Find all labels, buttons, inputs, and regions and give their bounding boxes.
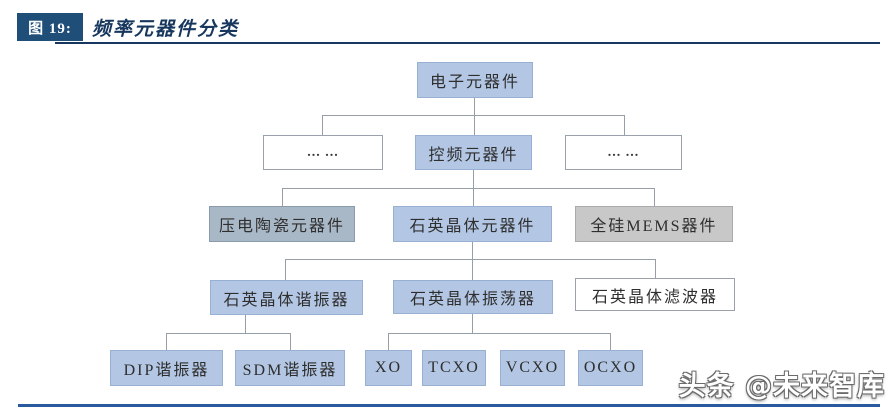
node-xo: XO	[365, 350, 412, 386]
connector-l4-rail	[285, 259, 655, 260]
node-quartz-filter: 石英晶体滤波器	[575, 278, 735, 311]
connector-resonator-drop	[245, 315, 246, 333]
node-dip-resonator: DIP谐振器	[110, 350, 223, 386]
connector-l2-left	[322, 115, 323, 135]
connector-l2-mid	[474, 115, 475, 135]
connector-l3-rail	[282, 188, 655, 189]
connector-ocxo-drop	[610, 333, 611, 350]
node-vcxo: VCXO	[500, 350, 565, 386]
connector-l3-left	[282, 188, 283, 206]
node-ocxo: OCXO	[578, 350, 643, 386]
connector-l2-drop	[473, 170, 474, 188]
connector-dip-drop	[166, 333, 167, 350]
connector-l4-right	[655, 259, 656, 278]
node-quartz-resonator: 石英晶体谐振器	[210, 280, 363, 315]
connector-l3-right	[654, 188, 655, 206]
connector-l3-drop	[472, 242, 473, 259]
connector-xo-drop	[388, 333, 389, 350]
node-piezo-ceramic-components: 压电陶瓷元器件	[209, 206, 355, 242]
node-ellipsis-left: ... ...	[263, 135, 383, 170]
header-divider	[55, 42, 880, 44]
figure-title: 频率元器件分类	[92, 18, 240, 40]
node-ellipsis-right: ... ...	[565, 135, 682, 170]
connector-oscillator-drop	[472, 314, 473, 333]
node-frequency-control-components: 控频元器件	[415, 135, 532, 170]
node-quartz-oscillator: 石英晶体振荡器	[393, 280, 553, 314]
bottom-divider	[18, 404, 880, 407]
connector-l2-rail	[322, 115, 624, 116]
node-sdm-resonator: SDM谐振器	[235, 350, 345, 386]
connector-l4-mid	[472, 259, 473, 280]
connector-sdm-drop	[290, 333, 291, 350]
node-mems-components: 全硅MEMS器件	[575, 206, 733, 242]
connector-oscillator-rail	[388, 333, 611, 334]
connector-l3-mid	[473, 188, 474, 206]
node-quartz-crystal-components: 石英晶体元器件	[393, 206, 552, 242]
connector-root-drop	[474, 98, 475, 115]
connector-l4-left	[285, 259, 286, 280]
connector-resonator-rail	[166, 333, 291, 334]
watermark: 头条 @未来智库	[678, 371, 885, 402]
figure-number-badge: 图 19:	[17, 13, 83, 41]
connector-l2-right	[624, 115, 625, 135]
node-electronic-components: 电子元器件	[417, 62, 533, 98]
node-tcxo: TCXO	[422, 350, 486, 386]
